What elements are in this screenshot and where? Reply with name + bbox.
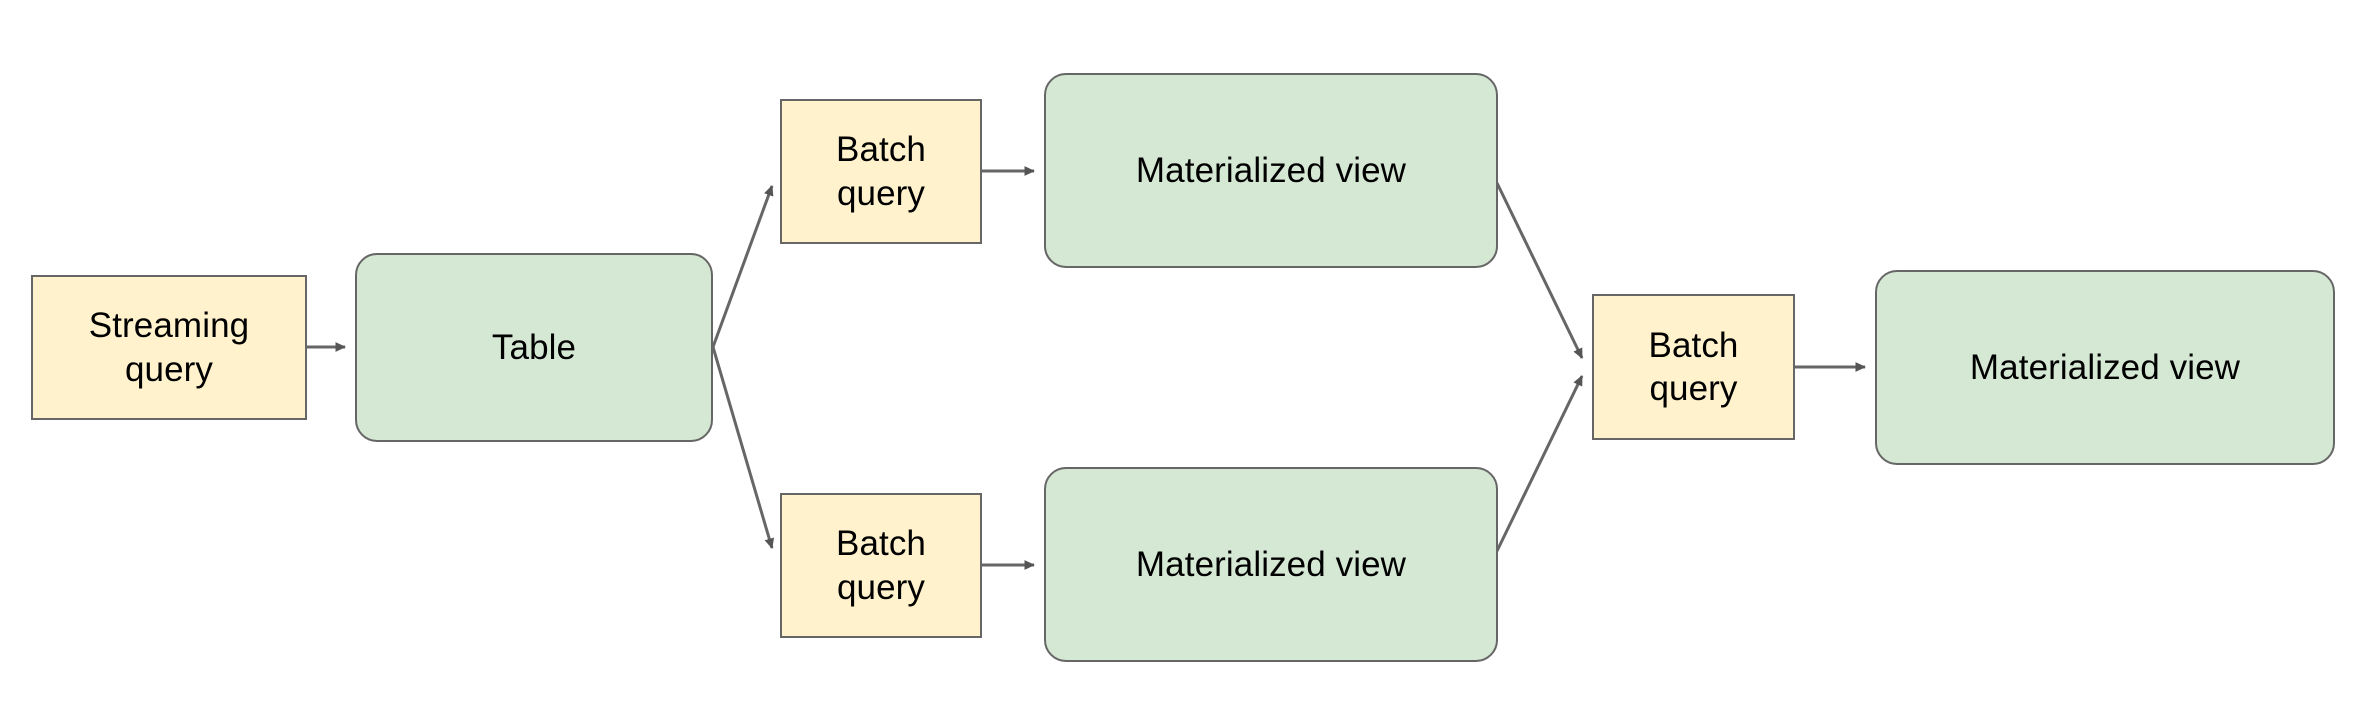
node-label: Streaming query [88, 306, 250, 389]
node-materialized-view-bottom[interactable]: Materialized view [1044, 467, 1498, 662]
edge-mv-bottom-to-batch-merge [1495, 375, 1584, 552]
node-table[interactable]: Table [355, 253, 713, 442]
node-label: Materialized view [1135, 150, 1407, 190]
edge-mv-top-to-batch-merge [1495, 182, 1584, 359]
node-batch-query-merge[interactable]: Batch query [1592, 294, 1795, 440]
node-label: Materialized view [1135, 544, 1407, 584]
node-materialized-view-final[interactable]: Materialized view [1875, 270, 2335, 465]
edge-table-to-batch-bottom [711, 346, 775, 549]
edge-table-to-batch-top [711, 185, 774, 348]
node-label: Batch query [836, 130, 926, 213]
node-streaming-query[interactable]: Streaming query [31, 275, 307, 420]
node-label: Table [491, 327, 577, 367]
node-label: Batch query [836, 524, 926, 607]
node-label: Batch query [1648, 325, 1739, 408]
node-batch-query-bottom[interactable]: Batch query [780, 493, 982, 638]
node-label: Materialized view [1969, 347, 2241, 387]
node-batch-query-top[interactable]: Batch query [780, 99, 982, 244]
node-materialized-view-top[interactable]: Materialized view [1044, 73, 1498, 268]
